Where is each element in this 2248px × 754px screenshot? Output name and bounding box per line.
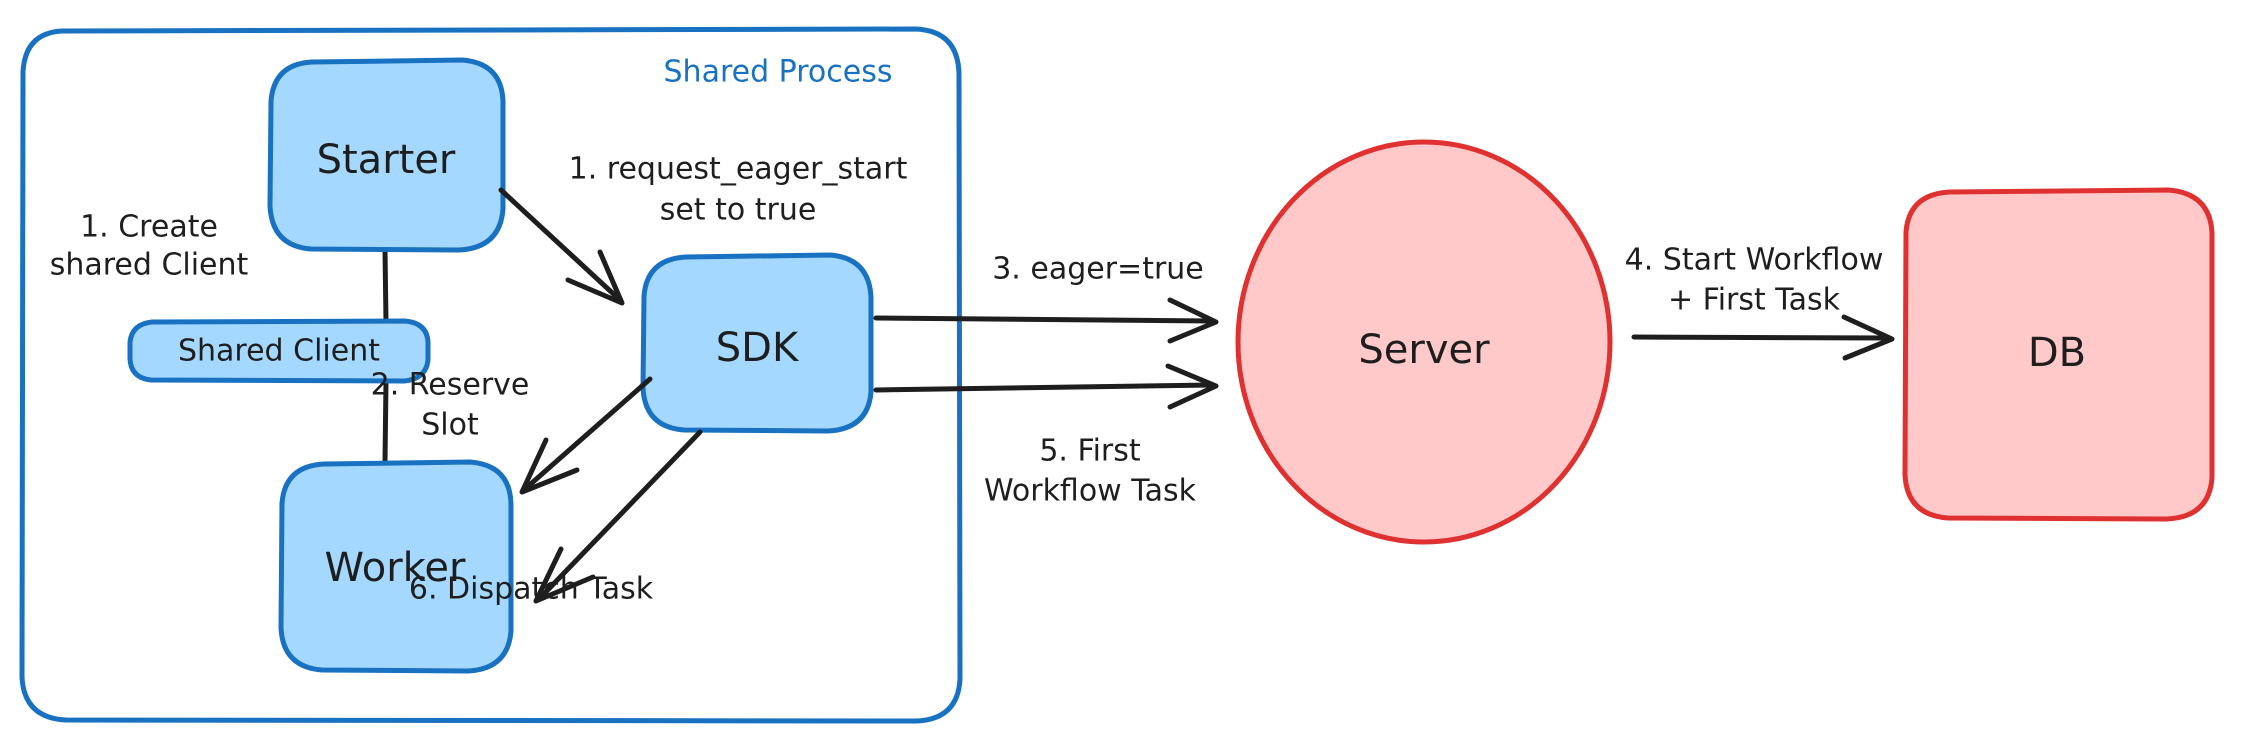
node-shared-client[interactable]: Shared Client xyxy=(127,318,431,384)
node-worker-shape xyxy=(278,459,514,674)
edge-line-client-to-worker xyxy=(382,378,389,465)
edge-label-reserve-slot-line2: Slot xyxy=(421,408,479,443)
edge-label-request-eager-line1: 1. request_eager_start xyxy=(569,152,908,187)
edge-line-reserve-slot xyxy=(522,376,653,492)
node-starter-shape xyxy=(267,57,506,253)
edge-line-create-shared-client xyxy=(382,247,389,325)
arrow-head-start-workflow xyxy=(1841,314,1895,361)
edge-line-eager-true xyxy=(873,315,1215,324)
edge-line-start-workflow xyxy=(1631,334,1891,341)
node-server[interactable]: Server xyxy=(1235,139,1613,545)
node-worker[interactable]: Worker xyxy=(278,459,514,674)
node-sdk-shape xyxy=(640,252,874,434)
edge-label-first-workflow-line2: Workflow Task xyxy=(984,474,1197,509)
shared-process-label: Shared Process xyxy=(664,55,893,90)
node-shared-client-shape xyxy=(127,318,431,384)
node-starter[interactable]: Starter xyxy=(267,57,506,253)
edge-line-dispatch-task xyxy=(537,429,703,601)
node-db-shape xyxy=(1902,187,2215,522)
node-sdk[interactable]: SDK xyxy=(640,252,874,434)
edge-label-reserve-slot-line1: 2. Reserve xyxy=(371,368,530,403)
edge-label-start-workflow-line1: 4. Start Workflow xyxy=(1625,243,1884,278)
edge-create-shared-client[interactable]: 1. Create shared Client xyxy=(50,210,389,465)
node-server-label: Server xyxy=(1358,327,1490,373)
node-db-label: DB xyxy=(2028,330,2086,376)
arrow-head-eager-true xyxy=(1167,297,1219,344)
node-server-shape xyxy=(1235,139,1613,545)
edge-line-request-eager-start xyxy=(498,187,623,303)
arrow-head-request-eager-start xyxy=(565,249,625,306)
edge-first-workflow-task[interactable]: 5. First Workflow Task xyxy=(873,363,1219,509)
edge-label-eager-true: 3. eager=true xyxy=(992,252,1204,287)
arrow-head-reserve-slot xyxy=(519,437,580,495)
edge-line-first-workflow-task xyxy=(873,382,1215,393)
edge-label-start-workflow-line2: + First Task xyxy=(1668,283,1841,318)
group-shared-process[interactable]: Shared Process xyxy=(19,26,963,724)
edge-label-request-eager-line2: set to true xyxy=(660,193,817,228)
edge-eager-true[interactable]: 3. eager=true xyxy=(873,252,1219,344)
edge-label-first-workflow-line1: 5. First xyxy=(1039,434,1141,469)
edge-request-eager-start[interactable]: 1. request_eager_start set to true xyxy=(498,152,908,306)
node-db[interactable]: DB xyxy=(1902,187,2215,522)
node-shared-client-label: Shared Client xyxy=(178,334,380,369)
node-sdk-label: SDK xyxy=(716,325,800,371)
edge-reserve-slot[interactable]: 2. Reserve Slot xyxy=(371,368,653,495)
node-worker-label: Worker xyxy=(325,545,466,591)
edge-label-create-line1: 1. Create xyxy=(80,210,218,245)
arrow-head-first-workflow-task xyxy=(1165,363,1219,410)
edge-label-dispatch-task: 6. Dispatch Task xyxy=(409,572,654,607)
node-starter-label: Starter xyxy=(317,137,456,183)
arrow-head-dispatch-task xyxy=(533,546,596,604)
edge-label-create-line2: shared Client xyxy=(50,248,249,283)
edge-dispatch-task[interactable]: 6. Dispatch Task xyxy=(409,429,703,607)
shared-process-border xyxy=(19,26,963,724)
edge-start-workflow[interactable]: 4. Start Workflow + First Task xyxy=(1625,243,1895,361)
